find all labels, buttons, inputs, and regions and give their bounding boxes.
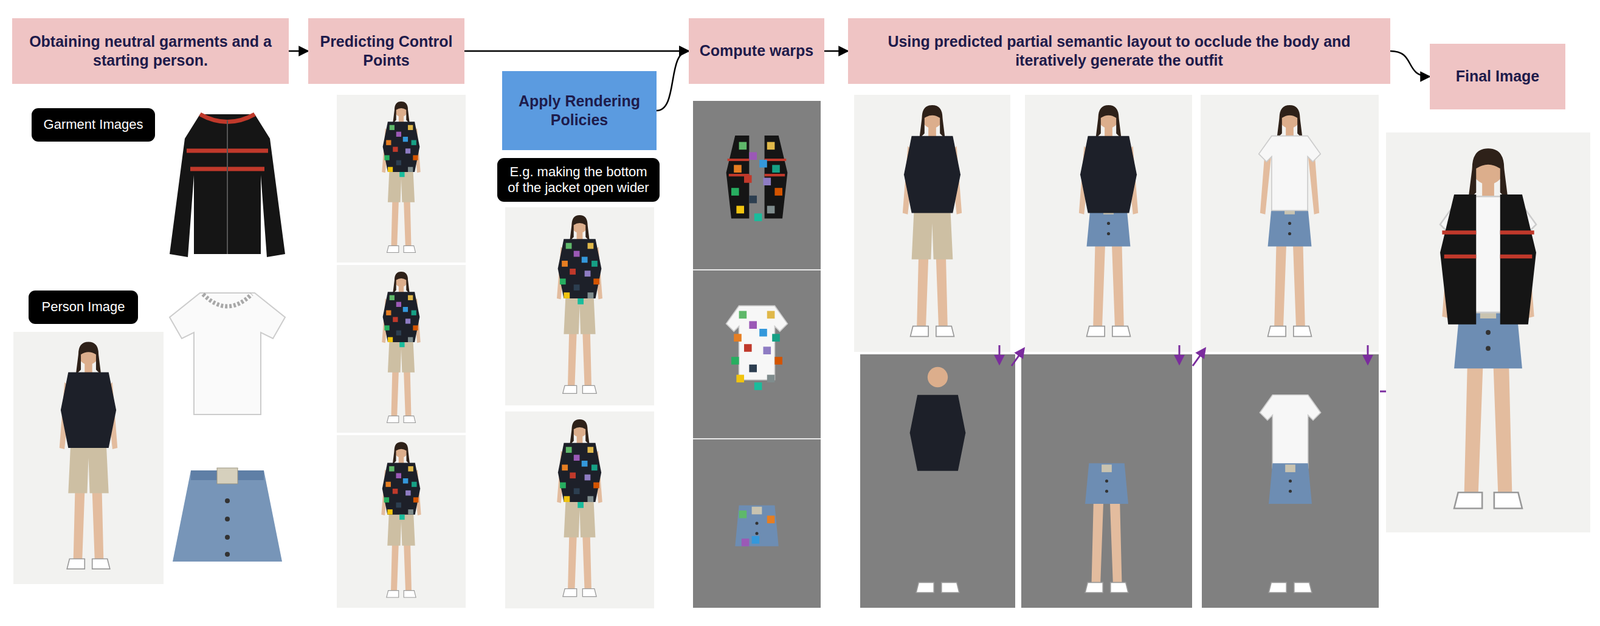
step-box: Final Image [1429, 43, 1566, 110]
step-box: Using predicted partial semantic layout … [848, 18, 1391, 84]
jacket-image [169, 114, 286, 258]
step-box: Compute warps [688, 18, 825, 84]
node-text: Person Image [41, 299, 126, 315]
tee-image [169, 293, 286, 415]
flow-arrow [288, 50, 309, 53]
flow-arrow [824, 50, 849, 53]
policy-box: Apply Rendering Policies [502, 71, 657, 151]
tag-label: Person Image [28, 290, 138, 325]
node-text: Garment Images [43, 116, 144, 133]
flow-arrow [464, 50, 689, 53]
tag-label: E.g. making the bottom of the jacket ope… [497, 158, 660, 202]
step-box: Obtaining neutral garments and a startin… [12, 18, 289, 84]
flow-arrow [1390, 51, 1430, 77]
tag-label: Garment Images [31, 108, 156, 142]
node-text: E.g. making the bottom of the jacket ope… [504, 164, 653, 197]
node-text: Predicting Control Points [317, 32, 455, 71]
flow-arrow [656, 51, 689, 111]
skirt-image [172, 468, 283, 562]
step-box: Predicting Control Points [308, 18, 465, 84]
node-text: Compute warps [699, 41, 814, 61]
node-text: Using predicted partial semantic layout … [857, 32, 1381, 71]
node-text: Obtaining neutral garments and a startin… [21, 32, 280, 71]
node-text: Apply Rendering Policies [510, 91, 649, 131]
node-text: Final Image [1455, 66, 1540, 86]
